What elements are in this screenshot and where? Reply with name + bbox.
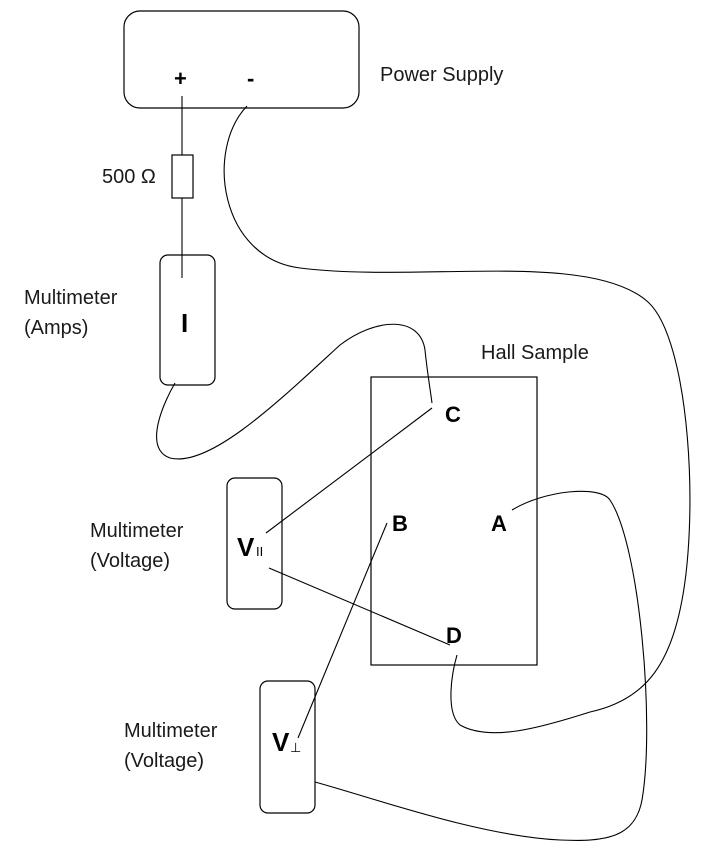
power-supply-label: Power Supply bbox=[380, 64, 503, 86]
voltmeter-perpendicular-label-line1: Multimeter bbox=[124, 720, 218, 742]
voltmeter-perpendicular-box bbox=[259, 680, 316, 814]
contact-b-label: B bbox=[392, 511, 408, 536]
resistor-body bbox=[171, 154, 194, 199]
ammeter-box bbox=[159, 254, 216, 386]
power-supply-box bbox=[123, 10, 360, 109]
voltmeter-parallel: V II bbox=[226, 477, 283, 610]
voltmeter-parallel-box bbox=[226, 477, 283, 610]
resistor bbox=[171, 96, 194, 278]
ammeter-symbol: I bbox=[181, 308, 188, 338]
ammeter: I bbox=[159, 254, 216, 386]
wire-negative-to-contact-d bbox=[223, 105, 691, 734]
wire-contact-c-to-voltmeter-parallel bbox=[265, 407, 433, 534]
ammeter-label-line2: (Amps) bbox=[24, 317, 88, 339]
wire-contact-a-to-voltmeter-perpendicular bbox=[314, 490, 648, 841]
resistor-label: 500 Ω bbox=[102, 166, 156, 188]
power-supply: + - bbox=[123, 10, 360, 109]
wire-ammeter-to-contact-c bbox=[156, 323, 433, 460]
negative-terminal-label: - bbox=[247, 66, 254, 91]
positive-terminal-label: + bbox=[174, 66, 187, 91]
contact-a-label: A bbox=[491, 511, 507, 536]
wire-contact-b-to-voltmeter-perpendicular bbox=[297, 522, 388, 739]
voltmeter-perpendicular: V ⊥ bbox=[259, 680, 316, 814]
voltmeter-parallel-label-line1: Multimeter bbox=[90, 520, 184, 542]
contact-d-label: D bbox=[446, 623, 462, 648]
voltmeter-perpendicular-subscript: ⊥ bbox=[290, 740, 301, 755]
hall-sample-label: Hall Sample bbox=[481, 342, 589, 364]
voltmeter-parallel-symbol: V bbox=[237, 532, 255, 562]
ammeter-label-line1: Multimeter bbox=[24, 287, 118, 309]
voltmeter-perpendicular-symbol: V bbox=[272, 727, 290, 757]
wire-voltmeter-parallel-to-contact-d bbox=[268, 567, 451, 646]
contact-c-label: C bbox=[445, 402, 461, 427]
voltmeter-perpendicular-label-line2: (Voltage) bbox=[124, 750, 204, 772]
voltmeter-parallel-subscript: II bbox=[256, 544, 263, 559]
voltmeter-parallel-label-line2: (Voltage) bbox=[90, 550, 170, 572]
